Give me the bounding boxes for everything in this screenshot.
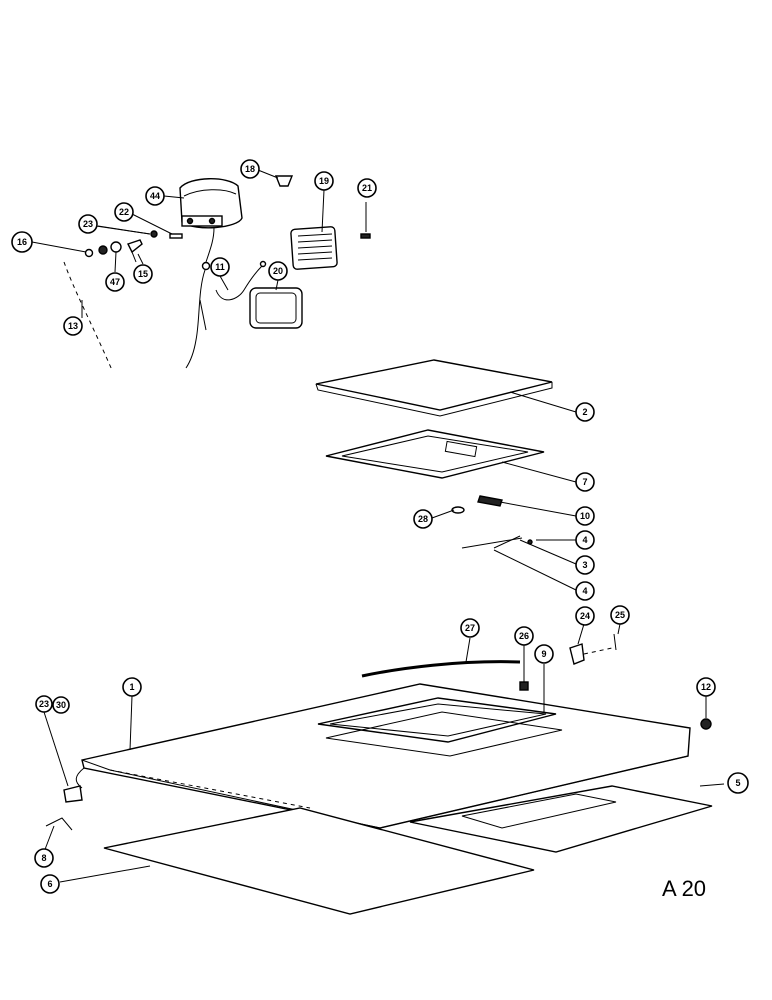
hatch-cover-stack (315, 359, 712, 730)
callout-label: 8 (41, 853, 46, 863)
callout-15: 15 (133, 264, 153, 284)
callout-19: 19 (314, 171, 334, 191)
callout-label: 21 (362, 183, 372, 193)
callout-label: 15 (138, 269, 148, 279)
callout-label: 18 (245, 164, 255, 174)
callout-label: 47 (110, 277, 120, 287)
callout-label: 9 (541, 649, 546, 659)
callout-label: 23 (83, 219, 93, 229)
callout-28: 28 (413, 509, 433, 529)
callout-4-lower: 4 (575, 581, 595, 601)
callout-label: 20 (273, 266, 283, 276)
callout-8: 8 (34, 848, 54, 868)
callout-label: 2 (582, 407, 587, 417)
callout-22: 22 (114, 202, 134, 222)
callout-label: 44 (150, 191, 160, 201)
callout-label: 4 (582, 586, 587, 596)
callout-6: 6 (40, 874, 60, 894)
callout-label: 30 (56, 700, 66, 710)
callout-21: 21 (357, 178, 377, 198)
callout-label: 23 (39, 699, 49, 709)
callout-label: 13 (68, 321, 78, 331)
roof-panel-assembly (45, 683, 713, 915)
callout-44: 44 (145, 186, 165, 206)
callout-label: 10 (580, 511, 590, 521)
work-lamp-assembly (63, 175, 371, 371)
callout-label: 6 (47, 879, 52, 889)
callout-label: 1 (129, 682, 134, 692)
callout-20: 20 (268, 261, 288, 281)
callout-label: 22 (119, 207, 129, 217)
callout-label: 19 (319, 176, 329, 186)
callout-label: 25 (615, 610, 625, 620)
callout-label: 11 (215, 262, 225, 272)
page-code: A 20 (662, 876, 707, 901)
callout-label: 27 (465, 623, 475, 633)
callout-label: 26 (519, 631, 529, 641)
callout-label: 3 (582, 560, 587, 570)
callout-18: 18 (240, 159, 260, 179)
callout-10: 10 (575, 506, 595, 526)
callout-2: 2 (575, 402, 595, 422)
callout-label: 7 (582, 477, 587, 487)
callout-label: 4 (582, 535, 587, 545)
callout-25: 25 (610, 605, 630, 625)
callout-4: 4 (575, 530, 595, 550)
callout-12: 12 (696, 677, 716, 697)
callout-26: 26 (514, 626, 534, 646)
callout-23: 23 (78, 214, 98, 234)
callout-11: 11 (210, 257, 230, 277)
callout-13: 13 (63, 316, 83, 336)
leader-lines (31, 169, 725, 883)
callout-27: 27 (460, 618, 480, 638)
callout-7: 7 (575, 472, 595, 492)
callout-label: 16 (17, 237, 27, 247)
callout-label: 28 (418, 514, 428, 524)
callout-label: 5 (735, 778, 740, 788)
callout-1: 1 (122, 677, 142, 697)
callout-5: 5 (727, 772, 749, 794)
callout-16: 16 (11, 231, 33, 253)
callout-30: 30 (52, 696, 70, 714)
callout-9: 9 (534, 644, 554, 664)
callout-label: 24 (580, 611, 590, 621)
callout-3: 3 (575, 555, 595, 575)
callout-47: 47 (105, 272, 125, 292)
callout-label: 12 (701, 682, 711, 692)
callout-23-lower: 23 (35, 695, 53, 713)
callout-24: 24 (575, 606, 595, 626)
